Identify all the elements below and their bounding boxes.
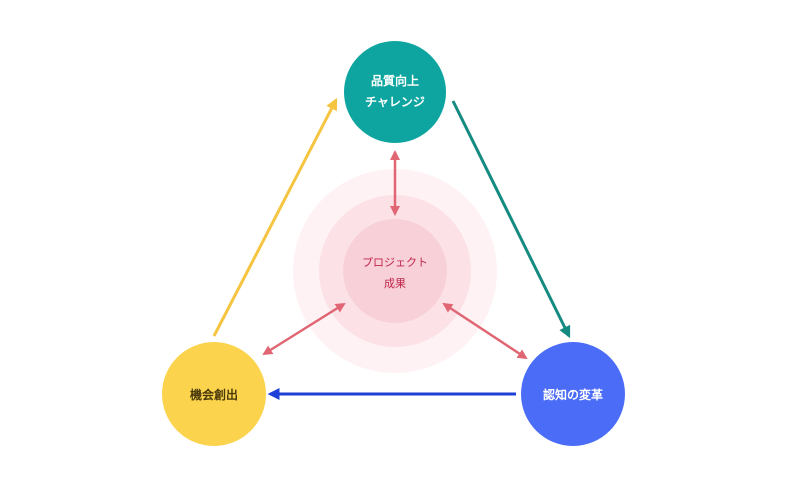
- node-top-circle: [344, 41, 446, 143]
- arrow-left-to-top: [212, 97, 338, 337]
- node-center-label-line2: 成果: [384, 277, 406, 290]
- arrow-center-left: [262, 302, 346, 356]
- node-right-label: 認知の変革: [543, 387, 603, 402]
- node-top-label-line2: チャレンジ: [365, 95, 425, 109]
- arrow-top-to-right: [451, 100, 571, 339]
- center-node-circle: [343, 219, 447, 323]
- node-right: 認知の変革: [521, 342, 625, 446]
- node-left-label: 機会創出: [190, 387, 238, 402]
- node-left-circle: [162, 342, 266, 446]
- arrow-center-right: [442, 302, 528, 360]
- node-right-circle: [521, 342, 625, 446]
- node-center: プロジェクト 成果: [362, 256, 428, 290]
- node-left: 機会創出: [162, 342, 266, 446]
- node-top-label-line1: 品質向上: [371, 73, 419, 88]
- node-top: 品質向上 チャレンジ: [344, 41, 446, 143]
- node-center-label-line1: プロジェクト: [362, 256, 428, 269]
